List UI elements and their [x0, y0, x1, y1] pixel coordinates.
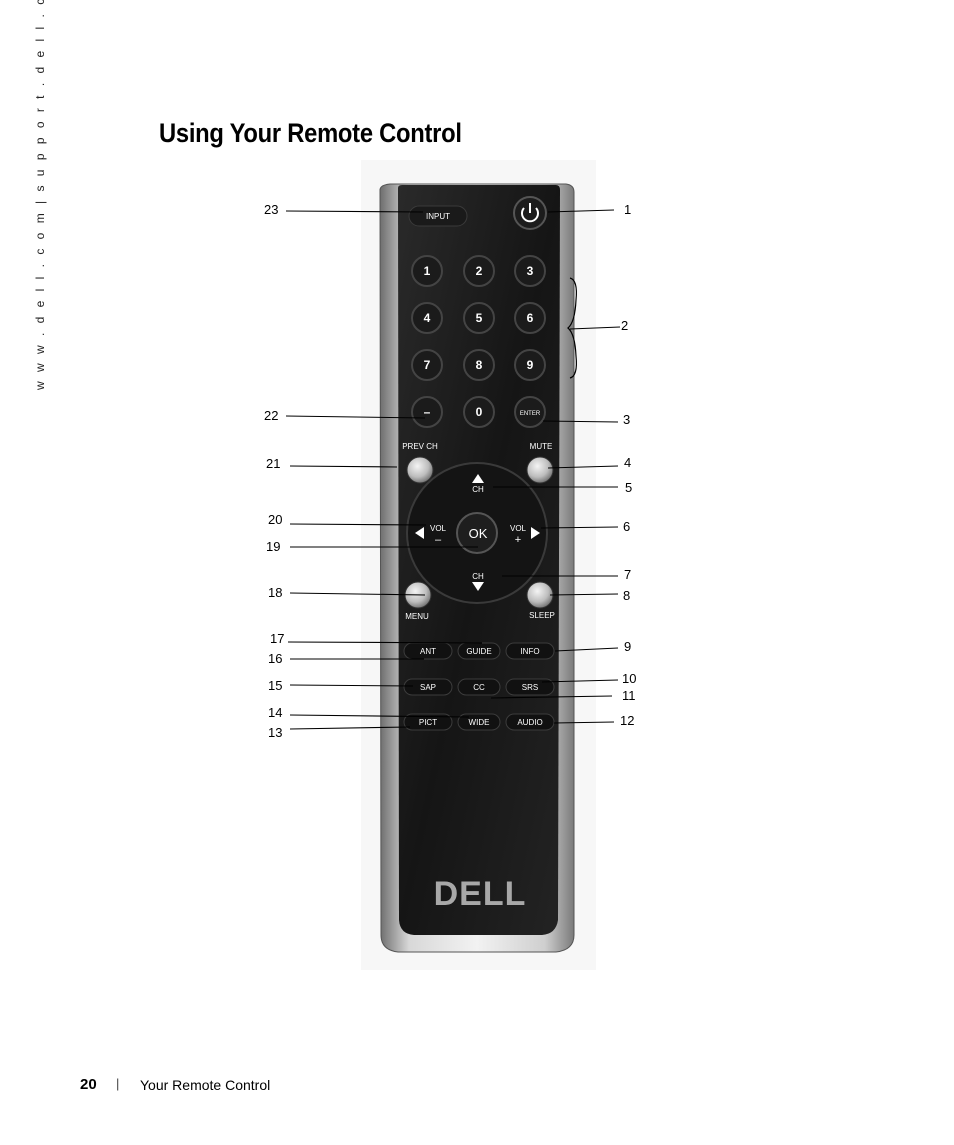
ch-up-label: CH: [472, 485, 484, 494]
digit-3-label: 3: [527, 264, 534, 278]
prev-ch-label: PREV CH: [402, 442, 438, 451]
page-title: Using Your Remote Control: [159, 118, 462, 148]
pict-label: PICT: [419, 718, 437, 727]
digit-6-label: 6: [527, 311, 534, 325]
ok-label: OK: [469, 526, 488, 541]
callout-14: 14: [268, 705, 282, 720]
digit-1-label: 1: [424, 264, 431, 278]
callout-8: 8: [623, 588, 630, 603]
srs-label: SRS: [522, 683, 538, 692]
callout-22: 22: [264, 408, 278, 423]
callout-1: 1: [624, 202, 631, 217]
callout-13: 13: [268, 725, 282, 740]
digits-brace: [567, 277, 577, 379]
callout-4: 4: [624, 455, 631, 470]
info-label: INFO: [520, 647, 539, 656]
vol-minus-label: VOL: [430, 524, 447, 533]
callout-12: 12: [620, 713, 634, 728]
mute-label: MUTE: [530, 442, 553, 451]
remote-control-figure: INPUT 1 2 3 4 5 6 7 8 9 – 0 ENTER PREV C…: [264, 160, 636, 970]
digit-9-label: 9: [527, 358, 534, 372]
callout-19: 19: [266, 539, 280, 554]
callout-9: 9: [624, 639, 631, 654]
vol-minus-sign: –: [435, 534, 442, 546]
input-button-label: INPUT: [426, 212, 450, 221]
ch-down-icon: [472, 582, 484, 591]
callout-18: 18: [268, 585, 282, 600]
vol-minus-icon: [415, 527, 424, 539]
digit-0-label: 0: [476, 405, 483, 419]
callout-21: 21: [266, 456, 280, 471]
digit-buttons: [411, 255, 546, 428]
sap-label: SAP: [420, 683, 436, 692]
ch-down-label: CH: [472, 572, 484, 581]
ch-up-icon: [472, 474, 484, 483]
callout-6: 6: [623, 519, 630, 534]
callout-15: 15: [268, 678, 282, 693]
callout-2: 2: [621, 318, 628, 333]
callout-11: 11: [622, 688, 636, 703]
digit-8-label: 8: [476, 358, 483, 372]
enter-label: ENTER: [520, 411, 541, 417]
digit-2-label: 2: [476, 264, 483, 278]
callout-23: 23: [264, 202, 278, 217]
callout-leader-lines: [285, 209, 621, 730]
function-buttons: [403, 642, 555, 731]
footer-section-title: Your Remote Control: [140, 1077, 271, 1093]
vol-plus-label: VOL: [510, 524, 527, 533]
vol-plus-icon: [531, 527, 540, 539]
digit-7-label: 7: [424, 358, 431, 372]
footer-separator: |: [116, 1076, 120, 1091]
digit-4-label: 4: [424, 311, 431, 325]
callout-20: 20: [268, 512, 282, 527]
guide-label: GUIDE: [466, 647, 491, 656]
power-icon: [521, 203, 539, 223]
page-number: 20: [80, 1076, 97, 1093]
dash-label: –: [424, 405, 431, 419]
sleep-label: SLEEP: [529, 611, 555, 620]
digit-5-label: 5: [476, 311, 483, 325]
callout-3: 3: [623, 412, 630, 427]
audio-label: AUDIO: [517, 718, 542, 727]
callout-17: 17: [270, 631, 284, 646]
callout-10: 10: [622, 671, 636, 686]
menu-label: MENU: [405, 612, 429, 621]
dell-logo: DELL: [434, 875, 527, 913]
ant-label: ANT: [420, 647, 436, 656]
cc-label: CC: [473, 683, 485, 692]
vol-plus-sign: +: [515, 534, 521, 546]
callout-5: 5: [625, 480, 632, 495]
callout-7: 7: [624, 567, 631, 582]
side-url: w w w . d e l l . c o m | s u p p o r t …: [33, 0, 47, 390]
wide-label: WIDE: [469, 718, 490, 727]
callout-16: 16: [268, 651, 282, 666]
